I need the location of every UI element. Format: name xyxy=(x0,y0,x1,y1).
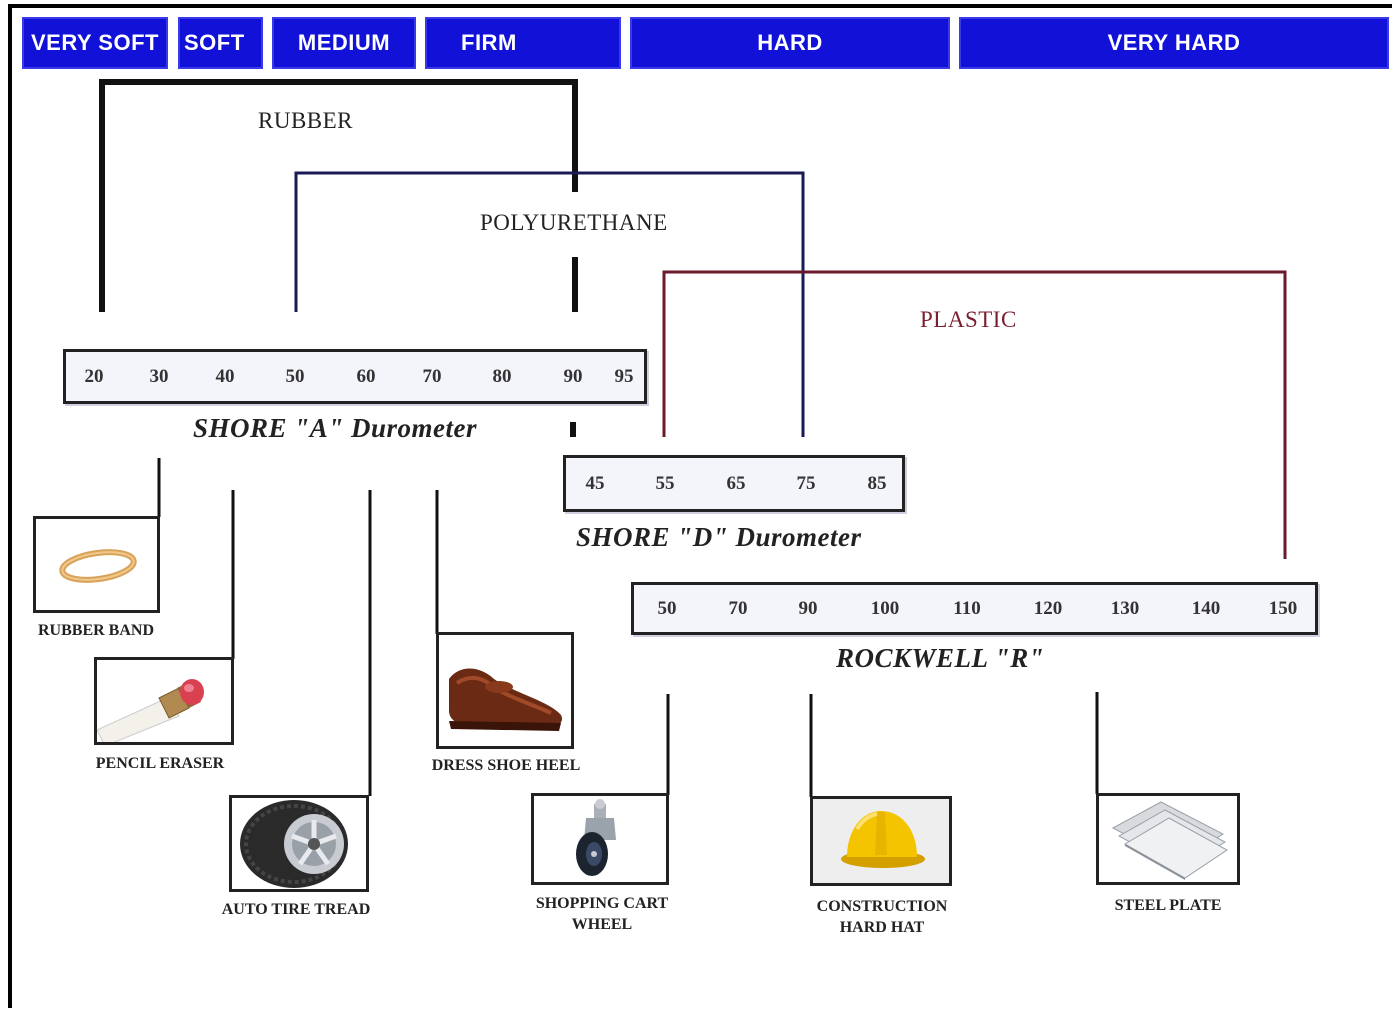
shore-d-tick: 75 xyxy=(796,472,816,494)
hard-hat-caption-line-2: HARD HAT xyxy=(839,919,925,936)
band-very-hard: VERY HARD xyxy=(959,17,1389,69)
shore-a-scale: 20 30 40 50 60 70 80 90 95 xyxy=(63,349,647,404)
material-polyurethane: POLYURETHANE xyxy=(478,210,670,236)
rubber-bracket-line xyxy=(99,79,578,312)
shore-a-tick: 90 xyxy=(563,365,583,387)
rockwell-title: ROCKWELL "R" xyxy=(836,643,1045,673)
rockwell-tick: 90 xyxy=(798,597,818,619)
shore-a-tick: 70 xyxy=(422,365,442,387)
polyurethane-bracket-line xyxy=(294,171,805,437)
dress-shoe-image xyxy=(436,632,574,749)
rockwell-tick: 130 xyxy=(1110,597,1140,619)
rockwell-scale: 50 70 90 100 110 120 130 140 150 xyxy=(631,582,1318,635)
hard-hat-image xyxy=(810,796,952,886)
rockwell-tick: 150 xyxy=(1268,597,1298,619)
shore-a-title: SHORE "A" Durometer xyxy=(193,413,478,443)
shore-a-tick: 40 xyxy=(215,365,235,387)
band-very-soft: VERY SOFT xyxy=(22,17,168,69)
diagram-frame xyxy=(8,4,1392,1008)
rubber-band-caption: RUBBER BAND xyxy=(37,622,154,639)
auto-tire-image xyxy=(229,795,369,892)
auto-tire-caption: AUTO TIRE TREAD xyxy=(221,901,371,918)
shore-a-tick: 30 xyxy=(149,365,169,387)
cart-wheel-image xyxy=(531,793,669,885)
rubber-band-image xyxy=(33,516,160,613)
steel-plate-icon xyxy=(1111,801,1228,880)
plastic-bracket-line xyxy=(662,270,1287,559)
cart-wheel-caption-line-1: SHOPPING CART xyxy=(535,895,669,912)
shore-a-tick: 50 xyxy=(285,365,305,387)
tire-icon xyxy=(240,800,348,888)
shore-d-tick: 65 xyxy=(726,472,746,494)
material-rubber: RUBBER xyxy=(258,108,354,133)
dress-shoe-caption: DRESS SHOE HEEL xyxy=(431,757,581,774)
steel-plate-caption: STEEL PLATE xyxy=(1114,897,1222,914)
rockwell-tick: 110 xyxy=(953,597,981,619)
pencil-eraser-icon xyxy=(97,679,204,742)
shore-a-tick: 60 xyxy=(356,365,376,387)
band-soft: SOFT xyxy=(178,17,263,69)
pencil-eraser-image xyxy=(94,657,234,745)
shore-d-tick: 45 xyxy=(585,472,605,494)
shore-a-tick: 95 xyxy=(614,365,634,387)
rockwell-tick: 120 xyxy=(1033,597,1063,619)
shore-a-tick: 20 xyxy=(84,365,104,387)
material-plastic: PLASTIC xyxy=(920,307,1017,332)
shoe-icon xyxy=(449,668,563,731)
shore-a-tick: 80 xyxy=(492,365,512,387)
shore-d-scale: 45 55 65 75 85 xyxy=(563,455,905,512)
rubber-band-icon xyxy=(59,549,137,583)
shore-d-title: SHORE "D" Durometer xyxy=(576,522,862,552)
steel-plate-image xyxy=(1096,793,1240,885)
hard-hat-caption-line-1: CONSTRUCTION xyxy=(816,898,948,915)
band-hard: HARD xyxy=(630,17,950,69)
rockwell-tick: 70 xyxy=(728,597,748,619)
hard-hat-icon xyxy=(841,811,925,868)
band-firm: FIRM xyxy=(425,17,621,69)
rockwell-tick: 100 xyxy=(870,597,900,619)
rockwell-tick: 140 xyxy=(1191,597,1221,619)
rockwell-tick: 50 xyxy=(657,597,677,619)
cart-wheel-icon xyxy=(576,799,616,876)
shore-d-tick: 85 xyxy=(867,472,887,494)
hard-hat-caption: CONSTRUCTION HARD HAT xyxy=(790,896,974,938)
shore-d-tick: 55 xyxy=(655,472,675,494)
band-medium: MEDIUM xyxy=(272,17,416,69)
pencil-eraser-caption: PENCIL ERASER xyxy=(95,755,225,772)
cart-wheel-caption: SHOPPING CART WHEEL xyxy=(512,893,692,935)
cart-wheel-caption-line-2: WHEEL xyxy=(571,916,633,933)
